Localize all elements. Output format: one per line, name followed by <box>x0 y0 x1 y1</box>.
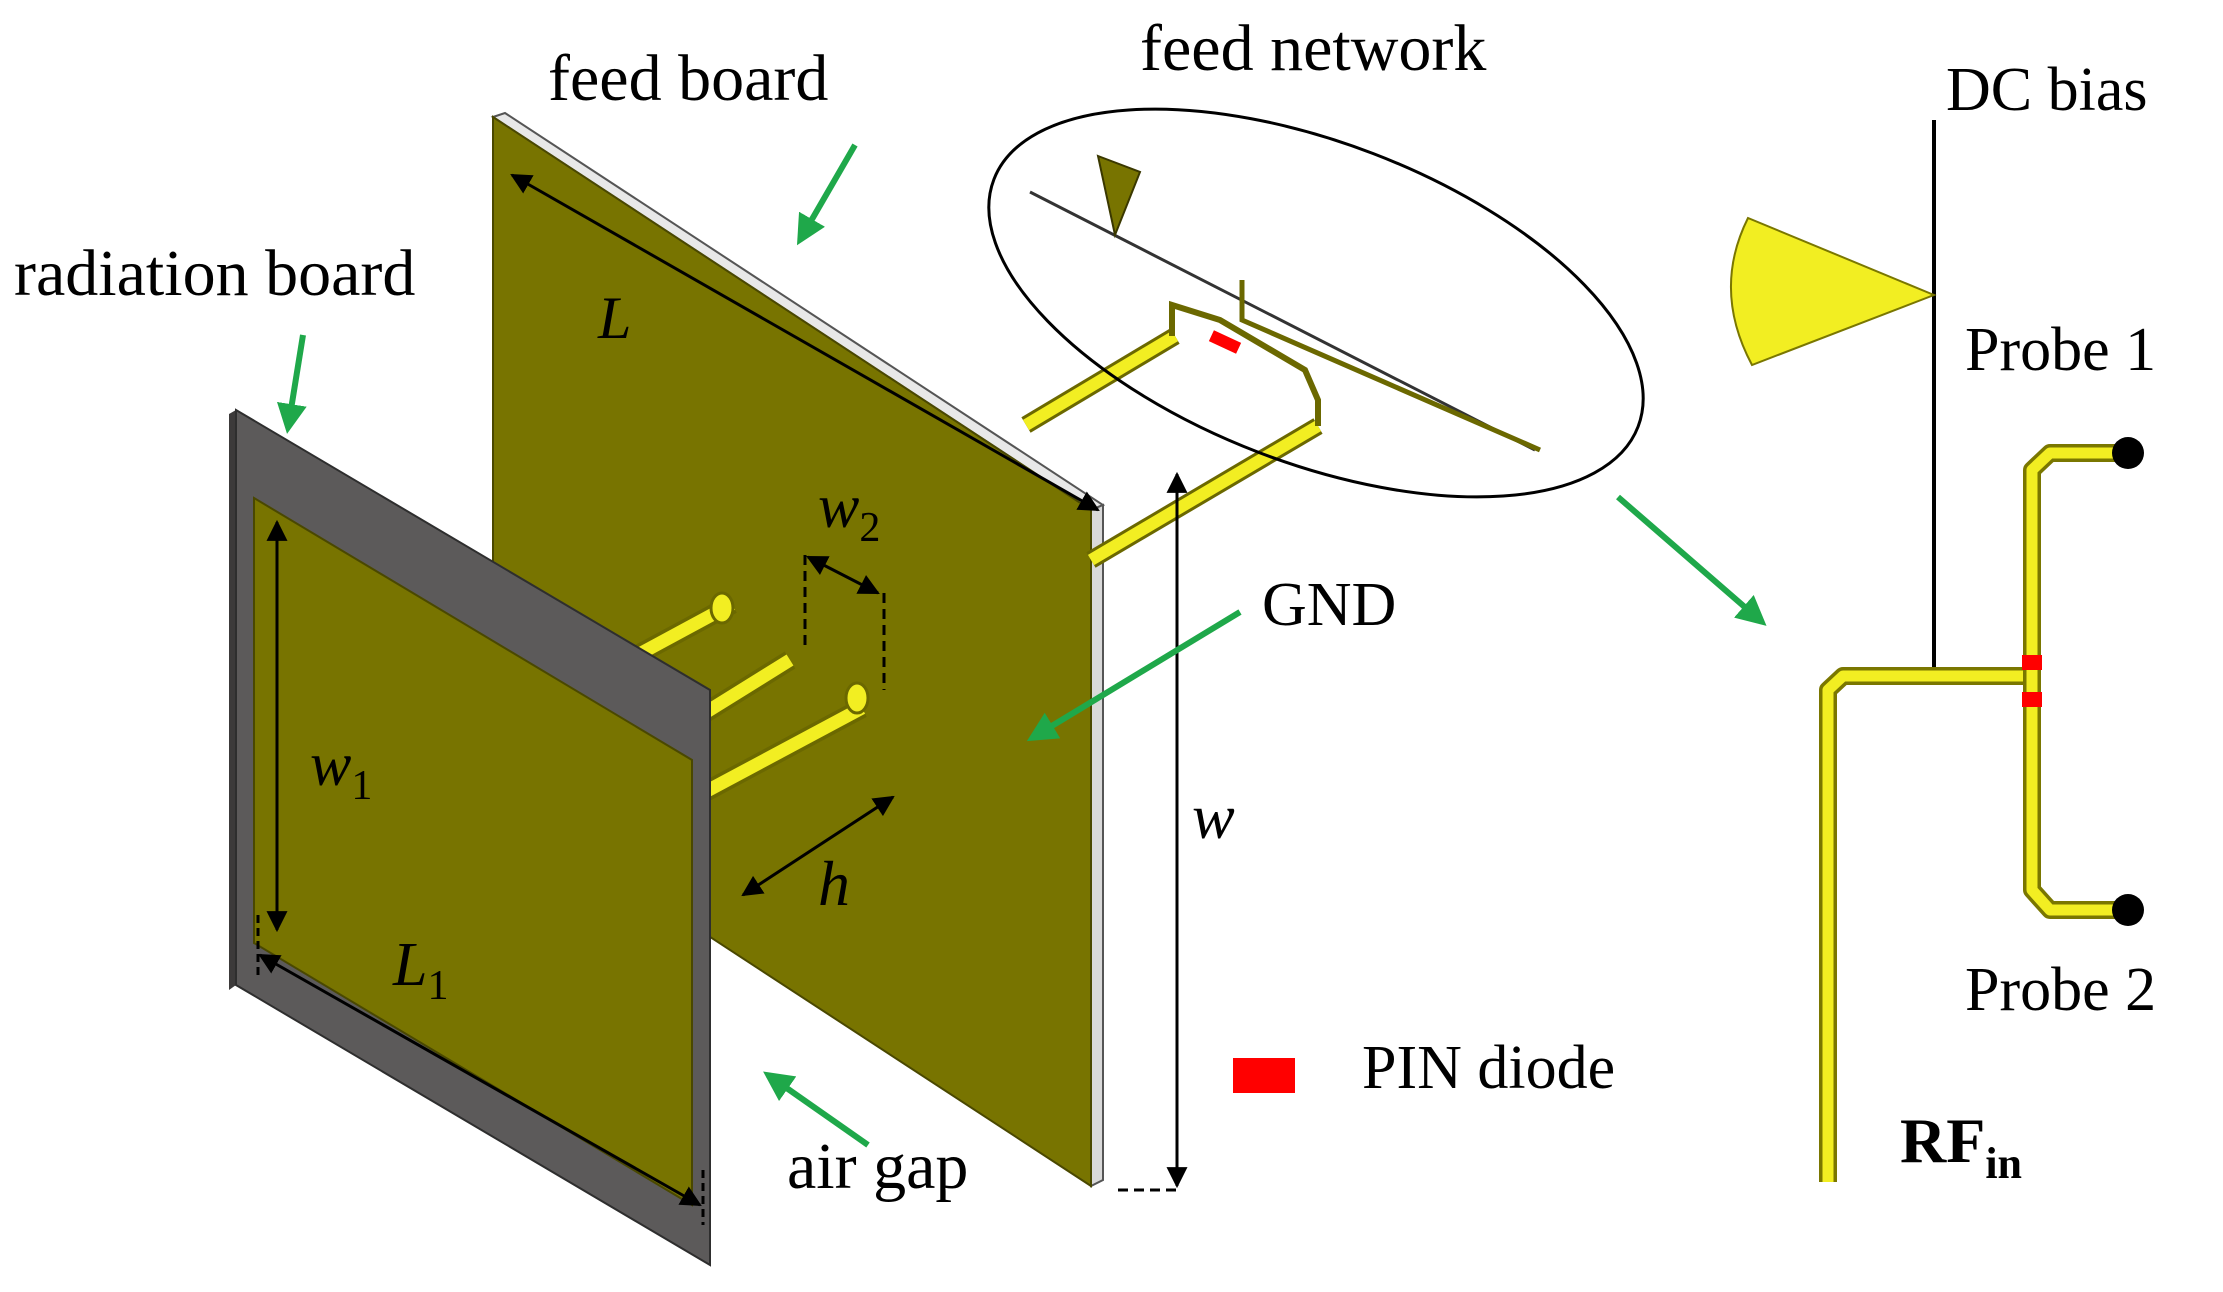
via-hole-2 <box>844 681 870 715</box>
dim-label-w2-sub: 2 <box>859 505 880 551</box>
feed-network-3d <box>1029 154 1541 453</box>
label-pin-diode: PIN diode <box>1362 1034 1615 1102</box>
label-rf-in-sub: in <box>1985 1139 2022 1188</box>
pin-diode-upper <box>2022 655 2042 670</box>
dim-label-w2: w2 <box>818 473 880 551</box>
label-probe1: Probe 1 <box>1965 316 2156 384</box>
dimension-lines <box>256 173 1188 1225</box>
pointer-arrows <box>277 143 1767 1148</box>
radial-stub <box>1729 216 1937 367</box>
probe2-branch-outline <box>2023 676 2128 919</box>
bias-line-3d <box>1029 190 1536 452</box>
dim-label-L1-main: L <box>392 931 427 999</box>
pin-diode-3d <box>1208 330 1242 354</box>
network-trace-3d <box>1169 300 1321 426</box>
probe-pins <box>627 591 870 801</box>
dim-line-w2 <box>806 555 880 595</box>
dim-label-w1-sub: 1 <box>351 763 372 809</box>
feed-board-side-edge <box>1090 503 1104 1188</box>
dim-label-w: w <box>1192 781 1235 852</box>
label-rf-in: RFin <box>1900 1105 2022 1188</box>
label-dc-bias: DC bias <box>1946 56 2148 124</box>
dim-label-w1-main: w <box>310 731 351 799</box>
arrow-feed-board <box>796 143 858 246</box>
label-air-gap: air gap <box>787 1130 968 1203</box>
label-feed-board: feed board <box>548 42 828 115</box>
label-rf-in-main: RF <box>1900 1105 1985 1176</box>
dim-line-L <box>510 173 1100 512</box>
arrow-radiation-board <box>277 334 307 434</box>
label-probe2: Probe 2 <box>1965 956 2156 1024</box>
radiation-board-side <box>229 410 236 990</box>
label-feed-network: feed network <box>1140 12 1486 85</box>
probe1-branch <box>2026 447 2128 676</box>
dim-label-w1: w1 <box>310 731 372 809</box>
pin-diode-legend-swatch <box>1233 1058 1295 1093</box>
dim-line-L1 <box>258 953 702 1207</box>
rf-in-feed-trace <box>1822 670 2032 1182</box>
network-branch-3d <box>1239 280 1541 453</box>
dim-label-w2-main: w <box>818 473 859 541</box>
radial-stub-3d <box>1096 154 1142 239</box>
dim-line-h <box>741 795 895 897</box>
dim-label-L1-sub: 1 <box>427 963 448 1009</box>
dim-label-L1: L1 <box>392 931 448 1009</box>
probe1-branch-outline <box>2023 444 2128 676</box>
label-radiation-board: radiation board <box>14 237 415 310</box>
arrow-to-detail <box>1616 494 1767 626</box>
via-hole-1 <box>709 591 735 625</box>
dim-label-h: h <box>818 848 850 919</box>
probe2-point <box>2112 894 2144 926</box>
probe1-point <box>2112 437 2144 469</box>
label-gnd: GND <box>1262 571 1396 639</box>
arrow-gnd <box>1026 609 1242 742</box>
feed-network-detail <box>1729 120 2144 1182</box>
pin-diode-lower <box>2022 692 2042 707</box>
probe2-branch <box>2026 676 2128 916</box>
dim-label-L: L <box>597 285 631 351</box>
arrow-air-gap <box>763 1071 870 1148</box>
